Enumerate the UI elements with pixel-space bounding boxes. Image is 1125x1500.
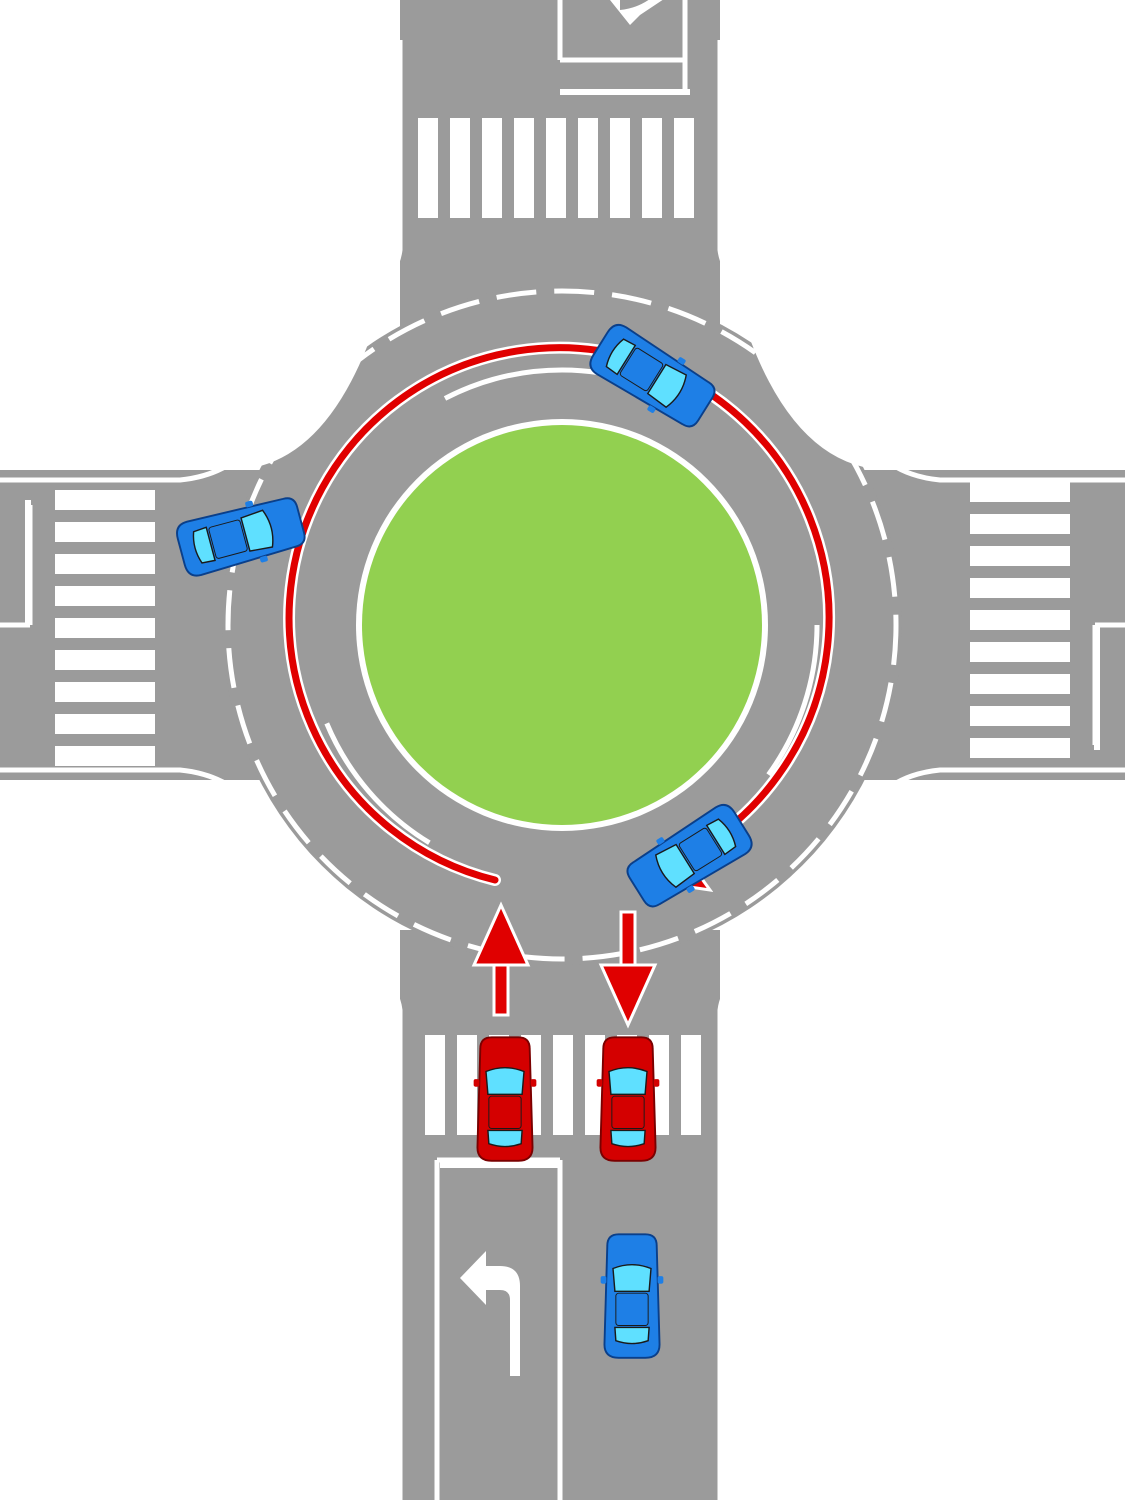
cars [176,323,753,1359]
blue-car [176,497,306,577]
stop-lines [25,89,1100,1168]
entry-arrow-up [471,901,531,1017]
turn-left-arrow-icon [460,1251,520,1376]
red-car [473,1036,537,1162]
crosswalk-east [970,482,1070,758]
ring-markings [0,40,1125,1500]
red-car [596,1036,660,1162]
crosswalk-south [425,1035,701,1135]
crosswalk-north [418,118,694,218]
blue-car [600,1233,664,1359]
crosswalk-west [55,490,155,766]
turn-left-arrow-icon [610,0,663,25]
blue-car [589,323,716,428]
exit-arrow-down [598,910,658,1029]
traffic-path-arrow [283,341,836,886]
blue-car [626,803,753,908]
center-island-grass [362,425,762,825]
